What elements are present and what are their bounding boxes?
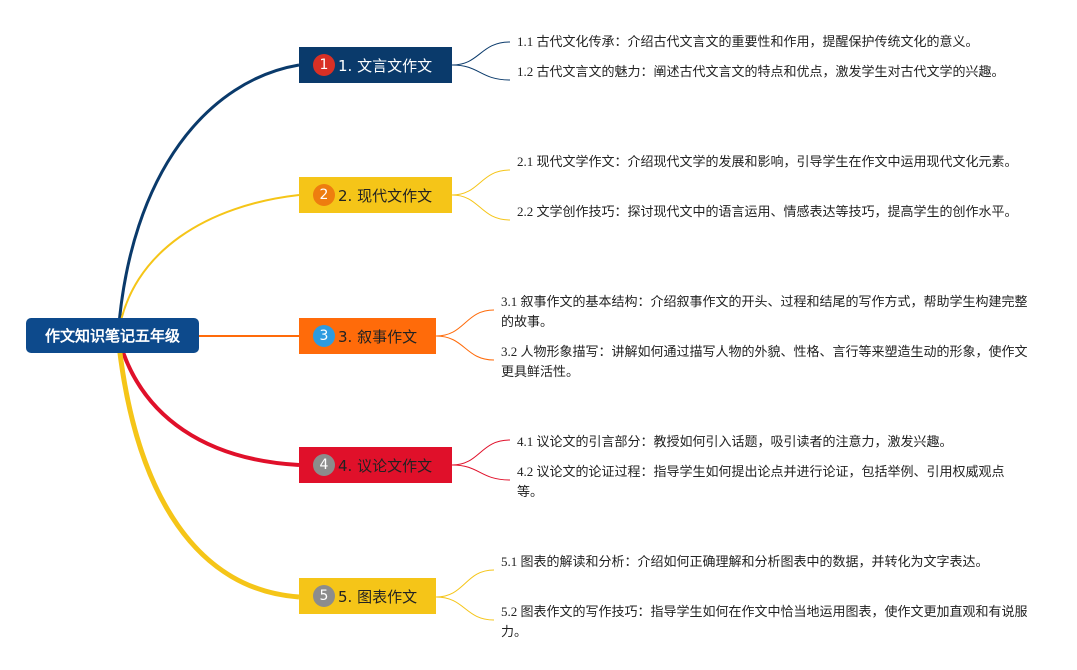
branch-2-item-2[interactable]: 2.2 文学创作技巧：探讨现代文中的语言运用、情感表达等技巧，提高学生的创作水平… <box>517 204 1018 219</box>
branch-3-label: 3. 叙事作文 <box>338 327 418 346</box>
branch-1-item-1[interactable]: 1.1 古代文化传承：介绍古代文言文的重要性和作用，提醒保护传统文化的意义。 <box>517 34 979 49</box>
branch-1-label: 1. 文言文作文 <box>338 56 433 75</box>
branch-2-topic[interactable]: 2 2. 现代文作文 <box>299 177 452 213</box>
connector-branch1-leaf1 <box>451 41 511 66</box>
branch-3-item-2[interactable]: 3.2 人物形象描写：讲解如何通过描写人物的外貌、性格、言行等来塑造生动的形象，… <box>501 344 1028 379</box>
branch-4-topic[interactable]: 4 4. 议论文作文 <box>299 447 452 483</box>
branch-2-label: 2. 现代文作文 <box>338 186 433 205</box>
connector-branch2-leaf1 <box>451 169 511 196</box>
branch-1-topic[interactable]: 1 1. 文言文作文 <box>299 47 452 83</box>
connector-branch2-leaf2 <box>451 194 511 221</box>
branch-1-item-2[interactable]: 1.2 古代文言文的魅力：阐述古代文言文的特点和优点，激发学生对古代文学的兴趣。 <box>517 64 1005 79</box>
branch-4-item-2[interactable]: 4.2 议论文的论证过程：指导学生如何提出论点并进行论证，包括举例、引用权威观点… <box>517 464 1005 499</box>
number-3-badge-icon: 3 <box>313 325 335 347</box>
number-1-badge-icon: 1 <box>313 54 335 76</box>
root-topic[interactable]: 作文知识笔记五年级 <box>26 318 199 353</box>
branch-5-topic[interactable]: 5 5. 图表作文 <box>299 578 436 614</box>
branch-5-label: 5. 图表作文 <box>338 587 418 606</box>
connector-root-branch-5 <box>115 335 300 600</box>
connector-branch4-leaf2 <box>451 464 511 481</box>
connector-branch3-leaf2 <box>435 335 495 361</box>
number-5-badge-icon: 5 <box>313 585 335 607</box>
branch-4-item-1[interactable]: 4.1 议论文的引言部分：教授如何引入话题，吸引读者的注意力，激发兴趣。 <box>517 434 953 449</box>
branch-4-label: 4. 议论文作文 <box>338 456 433 475</box>
branch-5-item-1[interactable]: 5.1 图表的解读和分析：介绍如何正确理解和分析图表中的数据，并转化为文字表达。 <box>501 554 989 569</box>
branch-2-item-1[interactable]: 2.1 现代文学作文：介绍现代文学的发展和影响，引导学生在作文中运用现代文化元素… <box>517 154 1018 169</box>
connector-root-branch-1 <box>116 63 300 337</box>
branch-3-item-1[interactable]: 3.1 叙事作文的基本结构：介绍叙事作文的开头、过程和结尾的写作方式，帮助学生构… <box>501 294 1028 329</box>
connector-branch4-leaf1 <box>451 439 511 466</box>
connector-branch1-leaf2 <box>451 64 511 81</box>
connector-branch5-leaf2 <box>435 596 495 621</box>
branch-5-item-2[interactable]: 5.2 图表作文的写作技巧：指导学生如何在作文中恰当地运用图表，使作文更加直观和… <box>501 604 1028 639</box>
connector-branch5-leaf1 <box>435 569 495 598</box>
branch-3-topic[interactable]: 3 3. 叙事作文 <box>299 318 436 354</box>
number-2-badge-icon: 2 <box>313 184 335 206</box>
connector-branch3-leaf1 <box>435 309 495 337</box>
root-topic-label: 作文知识笔记五年级 <box>44 327 180 345</box>
connector-root-branch-2 <box>117 194 300 337</box>
connector-root-branch-4 <box>116 335 300 467</box>
number-4-badge-icon: 4 <box>313 454 335 476</box>
